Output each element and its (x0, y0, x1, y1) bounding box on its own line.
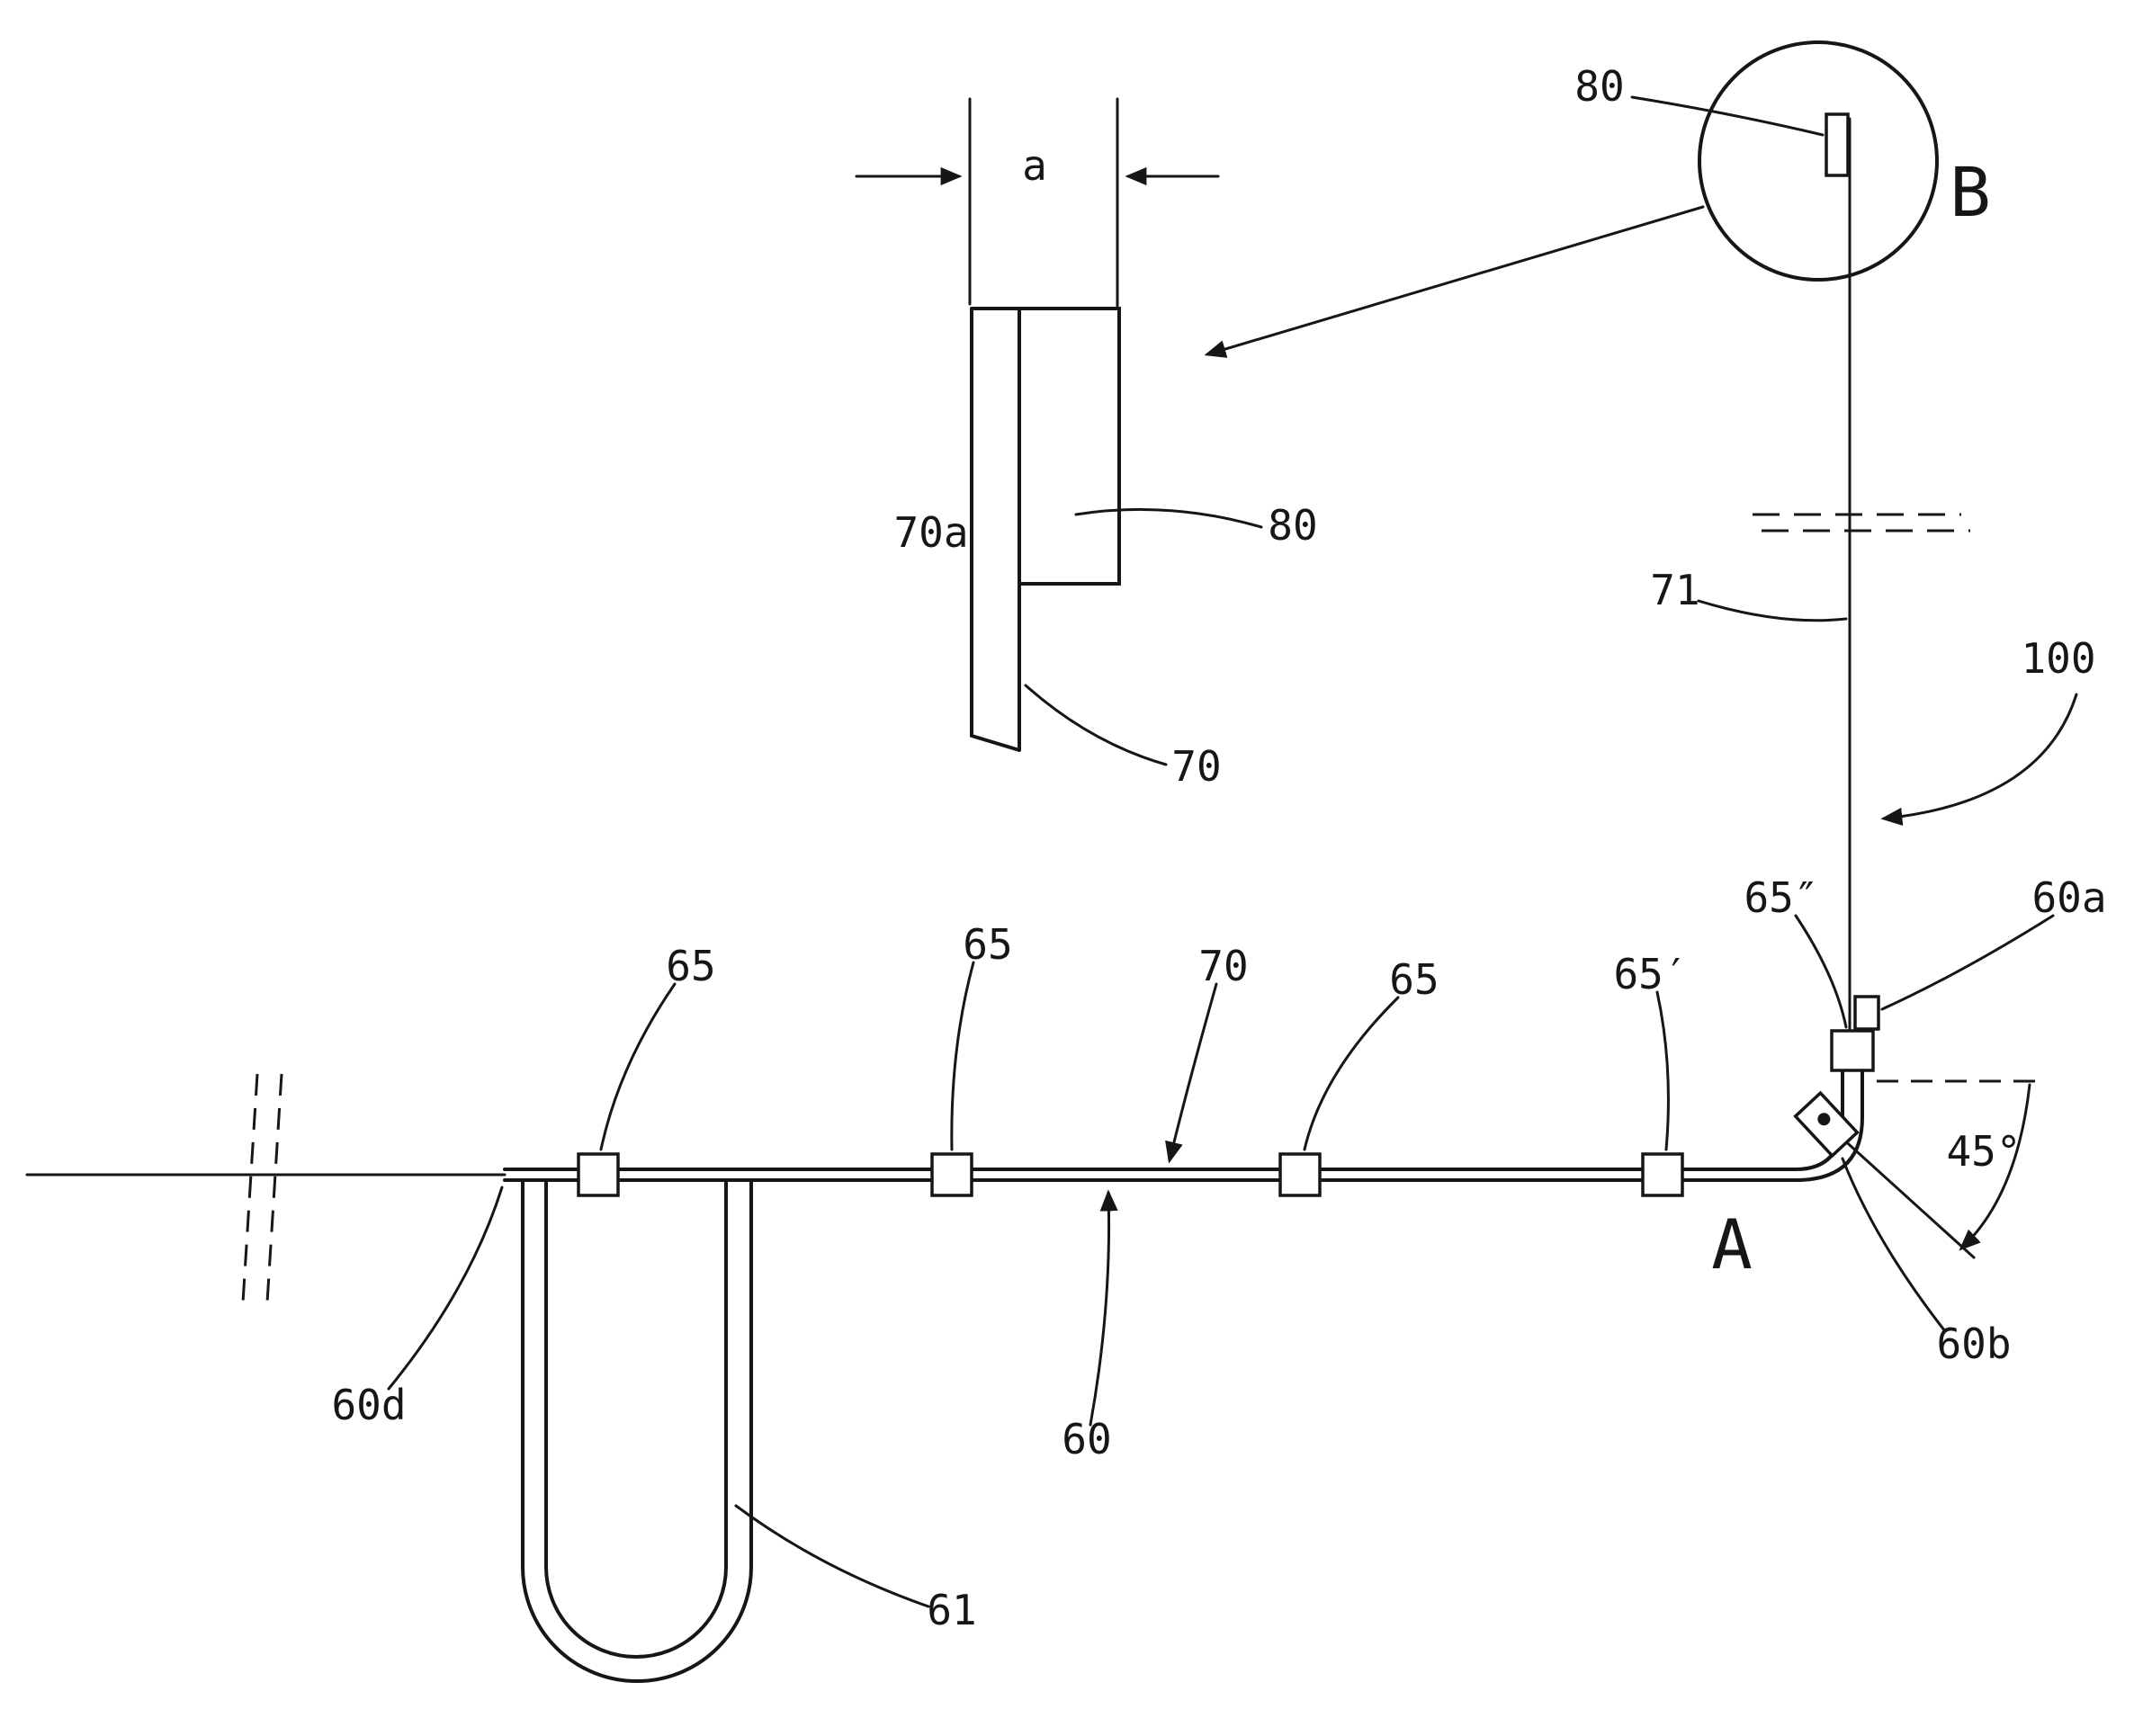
clip-65-3 (1278, 1152, 1322, 1197)
leader-60a (1880, 914, 2055, 1011)
leader-65-prime (1655, 990, 1670, 1151)
leader-65-doubleprime (1794, 914, 1848, 1029)
diagonal-45-line (1839, 1135, 1976, 1259)
label-65-prime: 65′ (1613, 950, 1688, 998)
clamp-60b-pivot-dot (1817, 1113, 1831, 1126)
detail-callout-arrow (1204, 205, 1705, 358)
arrow-100 (1880, 693, 2078, 826)
label-70a: 70a (893, 508, 968, 557)
loop-outer-wall (521, 1178, 753, 1683)
label-71: 71 (1650, 566, 1699, 614)
leader-60b (1841, 1157, 1947, 1333)
label-45deg: 45° (1946, 1127, 2021, 1176)
label-65-2: 65 (963, 920, 1012, 969)
label-65-doubleprime: 65″ (1744, 873, 1818, 922)
clip-65-2 (930, 1152, 973, 1197)
leader-80-detail (1074, 507, 1263, 529)
arrow-60 (1089, 1189, 1118, 1427)
magnet-80-outline (1018, 307, 1121, 586)
leader-65-2 (950, 961, 975, 1151)
clip-65-1 (577, 1152, 620, 1197)
label-100: 100 (2021, 634, 2095, 683)
pulley-element-80 (1825, 112, 1850, 177)
label-60d: 60d (331, 1381, 406, 1429)
label-80-pulley: 80 (1574, 62, 1624, 111)
leader-65-3 (1303, 996, 1400, 1151)
pulley-circle-B (1698, 40, 1939, 282)
leader-80-pulley (1630, 95, 1825, 137)
label-60a: 60a (2031, 873, 2106, 922)
label-60b: 60b (1936, 1320, 2011, 1368)
leader-70-detail (1024, 684, 1168, 766)
label-65-1: 65 (666, 942, 715, 990)
loop-inner-wall (544, 1178, 728, 1659)
label-80-detail: 80 (1268, 501, 1317, 550)
arrow-70-main (1165, 982, 1218, 1164)
dimension-extension-lines (968, 97, 1119, 308)
angle-arc-arrow (1959, 1083, 2031, 1251)
leader-61 (734, 1504, 930, 1608)
label-60: 60 (1062, 1415, 1111, 1463)
strip-70a-outline (970, 307, 1021, 752)
label-70-main: 70 (1198, 942, 1248, 990)
clip-65-doubleprime (1830, 1029, 1875, 1072)
break-mark-vertical-line (1753, 513, 1970, 532)
label-61: 61 (927, 1586, 976, 1634)
label-B: B (1950, 152, 1991, 232)
label-70-detail: 70 (1171, 742, 1221, 791)
label-65-3: 65 (1389, 955, 1439, 1004)
leader-65-1 (599, 982, 677, 1151)
clip-65-prime (1641, 1152, 1684, 1197)
clamp-60b (1793, 1090, 1860, 1159)
label-A: A (1711, 1204, 1753, 1284)
break-mark-left (241, 1073, 283, 1303)
leader-71 (1697, 599, 1848, 622)
leader-60d (387, 1186, 504, 1391)
fitting-60a (1853, 995, 1880, 1031)
label-dim-a: a (1022, 141, 1047, 190)
